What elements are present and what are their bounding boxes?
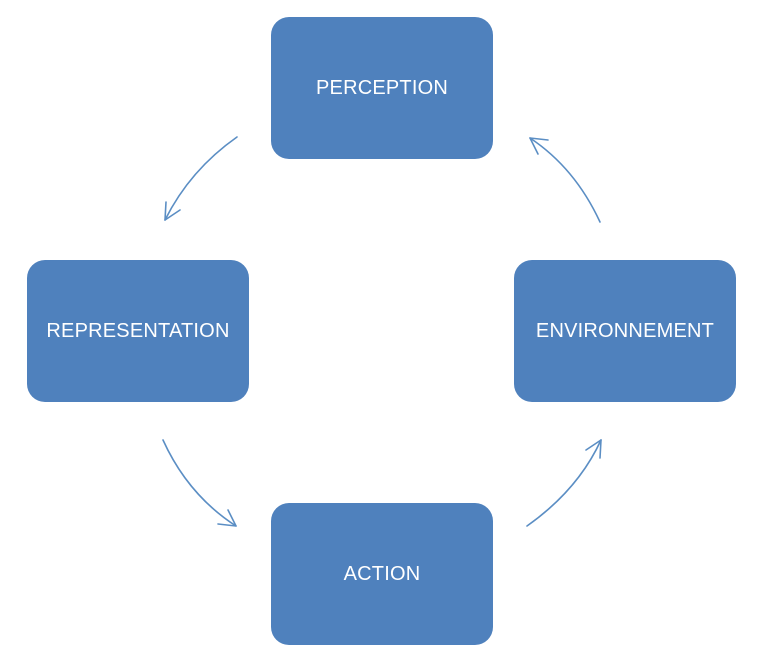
arrow-representation-to-action [162, 439, 237, 527]
arrow-action-to-environnement [526, 439, 602, 527]
node-action-label: ACTION [343, 562, 421, 585]
node-perception-label: PERCEPTION [315, 76, 449, 99]
node-action: ACTION [271, 503, 493, 645]
node-representation-label: REPRESENTATION [46, 319, 230, 342]
node-representation: REPRESENTATION [27, 260, 249, 402]
node-environnement-label: ENVIRONNEMENT [535, 319, 715, 342]
arrow-environnement-to-perception [529, 137, 601, 223]
arrow-perception-to-representation [164, 136, 238, 221]
node-perception: PERCEPTION [271, 17, 493, 159]
node-environnement: ENVIRONNEMENT [514, 260, 736, 402]
